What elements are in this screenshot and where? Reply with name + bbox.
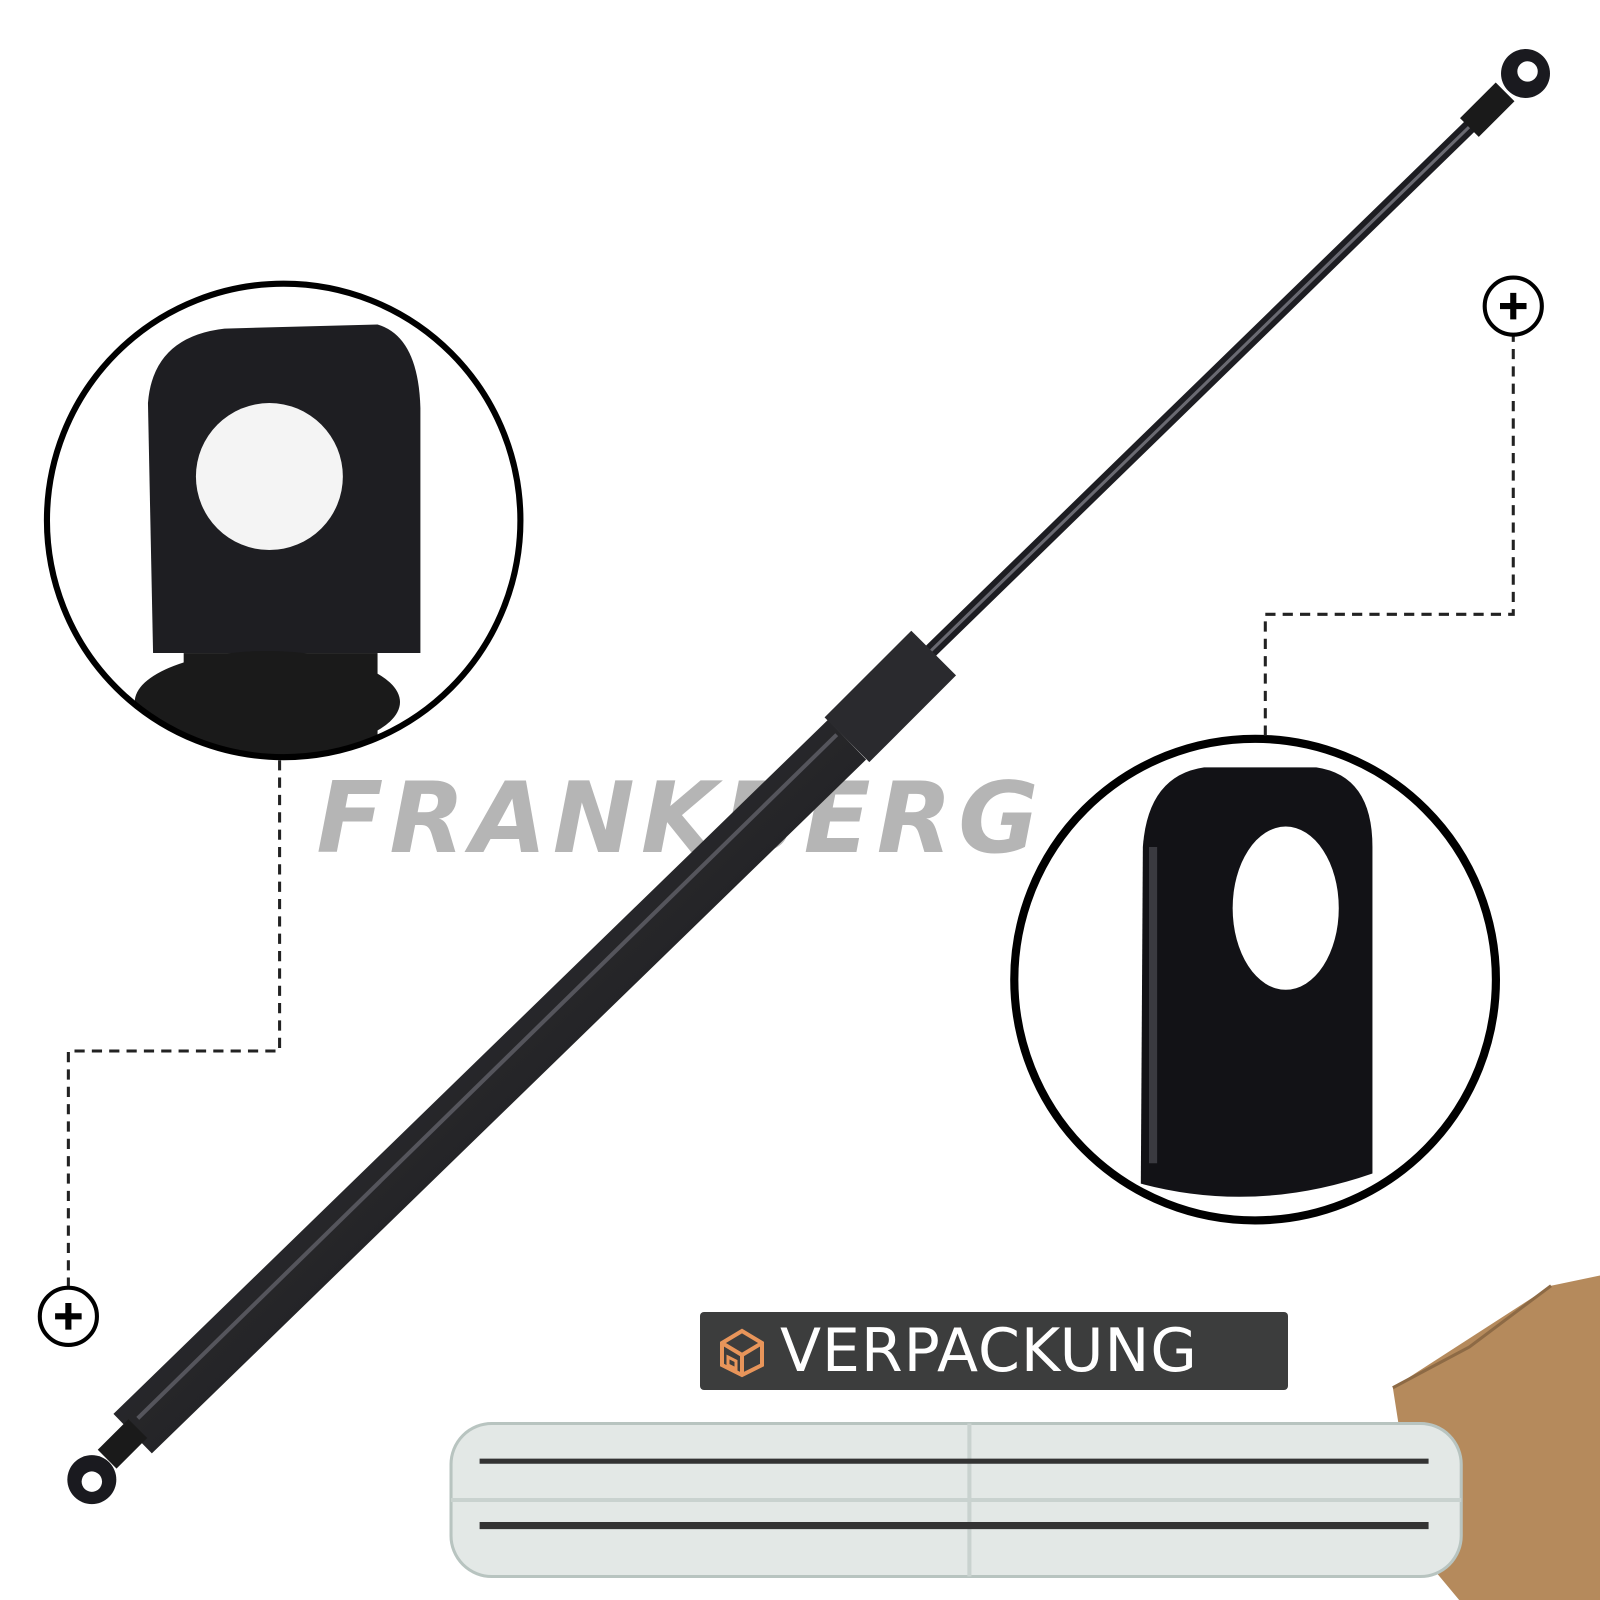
connector-line-right (1263, 331, 1515, 740)
connector-line-left (66, 760, 282, 1291)
packaging-badge: VERPACKUNG (700, 1312, 1288, 1390)
plus-circle-icon (37, 1285, 99, 1347)
detail-callout-left (43, 280, 524, 761)
brand-watermark: FRANKBERG (316, 762, 1044, 876)
packaging-photo (449, 1275, 1600, 1600)
badge-label: VERPACKUNG (780, 1316, 1198, 1386)
gas-strut (67, 48, 1550, 1505)
detail-callout-right (1010, 734, 1500, 1225)
plus-circle-icon (1482, 275, 1544, 337)
box-icon (720, 1328, 764, 1378)
